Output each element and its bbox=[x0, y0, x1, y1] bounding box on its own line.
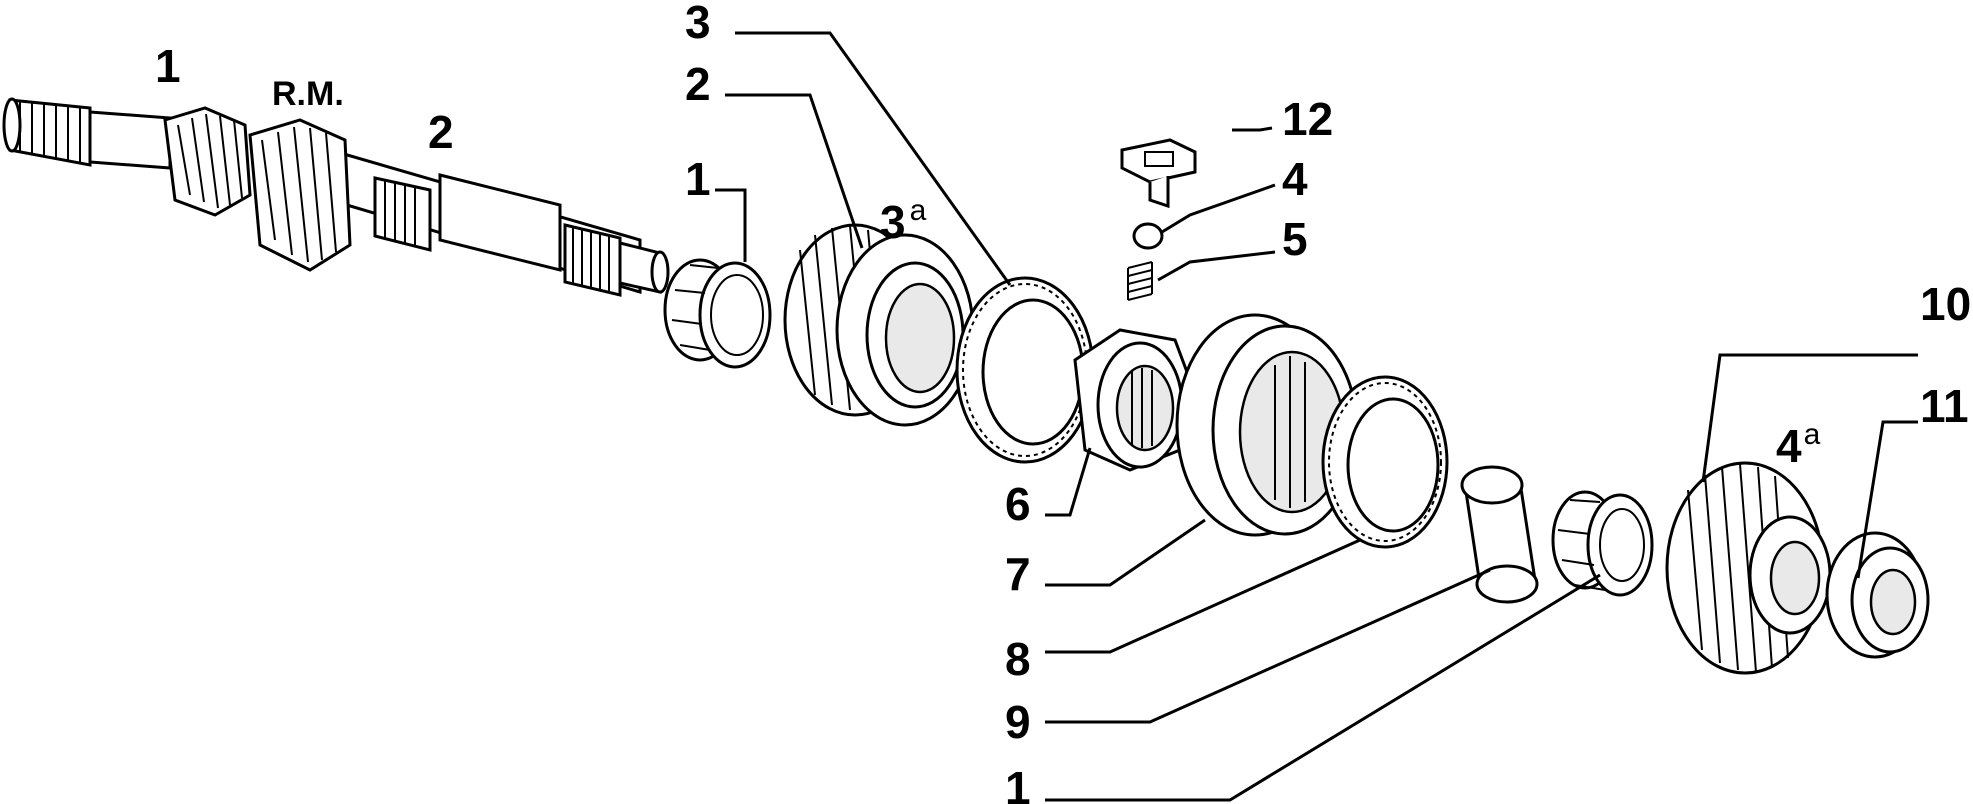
label-hub-6: 6 bbox=[1005, 478, 1031, 530]
gear-4th bbox=[1665, 461, 1832, 675]
needle-bearing-bottom-1 bbox=[1551, 490, 1654, 597]
needle-bearing-1 bbox=[663, 258, 772, 369]
label-detent-12: 12 bbox=[1282, 93, 1333, 145]
leader-lines bbox=[715, 31, 1918, 802]
label-reverse-gear: R.M. bbox=[272, 75, 344, 113]
label-ring-3: 3 bbox=[685, 0, 711, 48]
label-bearing-bottom-1: 1 bbox=[1005, 762, 1031, 804]
label-gear-10: 10 bbox=[1920, 278, 1971, 330]
label-gear-4th-number: 4 bbox=[1776, 420, 1802, 472]
label-sleeve-7: 7 bbox=[1005, 548, 1031, 600]
gear-3rd bbox=[783, 223, 975, 427]
label-gear-4th: 4a bbox=[1776, 418, 1821, 472]
label-gear-3rd-number: 3 bbox=[880, 196, 906, 248]
thrust-washer-11 bbox=[1825, 531, 1930, 659]
label-bearing-1: 1 bbox=[685, 153, 711, 205]
synchro-ring-8 bbox=[1321, 375, 1449, 549]
label-spring-5: 5 bbox=[1282, 213, 1308, 265]
label-washer-11: 11 bbox=[1920, 380, 1969, 432]
detent-plate-12 bbox=[1120, 138, 1197, 209]
synchro-hub-6 bbox=[1073, 328, 1192, 472]
label-gear-3rd-superscript: a bbox=[910, 194, 927, 227]
synchro-ring-3 bbox=[955, 276, 1095, 464]
bush-9 bbox=[1460, 465, 1539, 604]
synchro-sleeve-7 bbox=[1175, 313, 1359, 537]
label-shaft-1: 1 bbox=[155, 40, 181, 92]
label-bush-9: 9 bbox=[1005, 696, 1031, 748]
label-gear-2: 2 bbox=[685, 58, 711, 110]
label-shaft-2: 2 bbox=[428, 106, 454, 158]
label-ball-4: 4 bbox=[1282, 153, 1308, 205]
detent-spring-5 bbox=[1127, 261, 1153, 301]
label-gear-4th-superscript: a bbox=[1804, 418, 1821, 451]
label-ring-8: 8 bbox=[1005, 633, 1031, 685]
detent-ball-4 bbox=[1132, 222, 1164, 250]
main-shaft bbox=[2, 97, 670, 297]
